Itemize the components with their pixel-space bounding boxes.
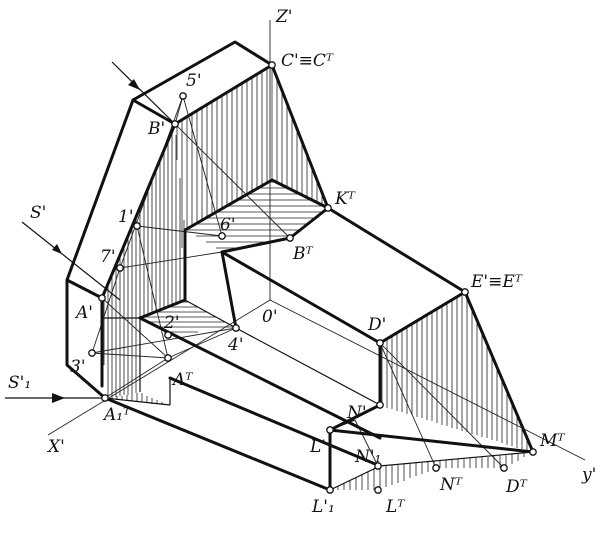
label-bt: Bᵀ bbox=[292, 244, 313, 264]
label-point-5: 5' bbox=[186, 71, 202, 91]
ray-s-arrow bbox=[52, 244, 62, 254]
point-a1t bbox=[101, 394, 109, 402]
label-at: Aᵀ bbox=[171, 370, 193, 390]
point-at bbox=[164, 354, 172, 362]
axes bbox=[47, 20, 586, 461]
label-n11: N'₁ bbox=[354, 447, 381, 467]
point-a bbox=[98, 294, 106, 302]
point-4 bbox=[232, 324, 240, 332]
label-y-axis: y' bbox=[581, 465, 596, 485]
point-2 bbox=[164, 331, 172, 339]
point-n1 bbox=[376, 401, 384, 409]
label-point-4: 4' bbox=[227, 335, 244, 355]
point-n11 bbox=[374, 462, 382, 470]
label-c: C'≡Cᵀ bbox=[281, 51, 334, 71]
label-d1: D' bbox=[367, 315, 386, 335]
point-e bbox=[461, 288, 469, 296]
label-ray-s1: S'₁ bbox=[8, 373, 31, 393]
point-3 bbox=[88, 349, 96, 357]
label-dt: Dᵀ bbox=[505, 477, 528, 497]
y-axis bbox=[269, 299, 586, 461]
label-ray-s: S' bbox=[30, 203, 46, 223]
point-bt bbox=[286, 234, 294, 242]
point-markers bbox=[88, 61, 537, 494]
ray-top-arrow bbox=[128, 79, 140, 90]
shadow-hatching bbox=[103, 66, 533, 490]
point-nt bbox=[432, 464, 440, 472]
label-point-2: 2' bbox=[163, 313, 180, 333]
point-6 bbox=[218, 232, 226, 240]
label-lt: Lᵀ bbox=[385, 497, 405, 517]
point-l1 bbox=[326, 426, 334, 434]
label-n1: N' bbox=[346, 403, 367, 423]
point-7 bbox=[116, 264, 124, 272]
point-lt bbox=[374, 486, 382, 494]
labels: Z' y' X' 0' S' S'₁ C'≡Cᵀ E'≡Eᵀ B' Bᵀ Kᵀ … bbox=[8, 7, 596, 517]
label-l1: L' bbox=[309, 437, 326, 457]
ray-s1-arrow bbox=[52, 393, 65, 403]
label-x-axis: X' bbox=[46, 437, 65, 457]
point-k bbox=[324, 204, 332, 212]
point-dt bbox=[500, 464, 508, 472]
point-l11 bbox=[326, 486, 334, 494]
point-b bbox=[171, 120, 179, 128]
point-5 bbox=[179, 92, 187, 100]
label-kt: Kᵀ bbox=[334, 189, 356, 209]
light-rays bbox=[5, 61, 176, 403]
label-point-1: 1' bbox=[118, 207, 134, 227]
point-1 bbox=[133, 222, 141, 230]
label-a1: A' bbox=[74, 303, 93, 323]
label-point-6: 6' bbox=[220, 215, 236, 235]
label-origin: 0' bbox=[262, 307, 278, 327]
label-z-axis: Z' bbox=[275, 7, 293, 27]
ray-s bbox=[21, 221, 121, 301]
label-point-3: 3' bbox=[70, 357, 86, 377]
ray-top bbox=[111, 61, 176, 125]
point-c bbox=[268, 61, 276, 69]
label-a1t: A₁ᵀ bbox=[102, 405, 131, 425]
label-nt: Nᵀ bbox=[439, 475, 463, 495]
body-outline bbox=[65, 40, 535, 492]
label-point-7: 7' bbox=[100, 247, 116, 267]
x-axis bbox=[47, 299, 271, 436]
label-b1: B' bbox=[147, 119, 165, 139]
point-mt bbox=[529, 448, 537, 456]
label-l11: L'₁ bbox=[311, 497, 335, 517]
point-d bbox=[376, 339, 384, 347]
label-mt: Mᵀ bbox=[539, 431, 565, 451]
label-e: E'≡Eᵀ bbox=[470, 272, 523, 292]
